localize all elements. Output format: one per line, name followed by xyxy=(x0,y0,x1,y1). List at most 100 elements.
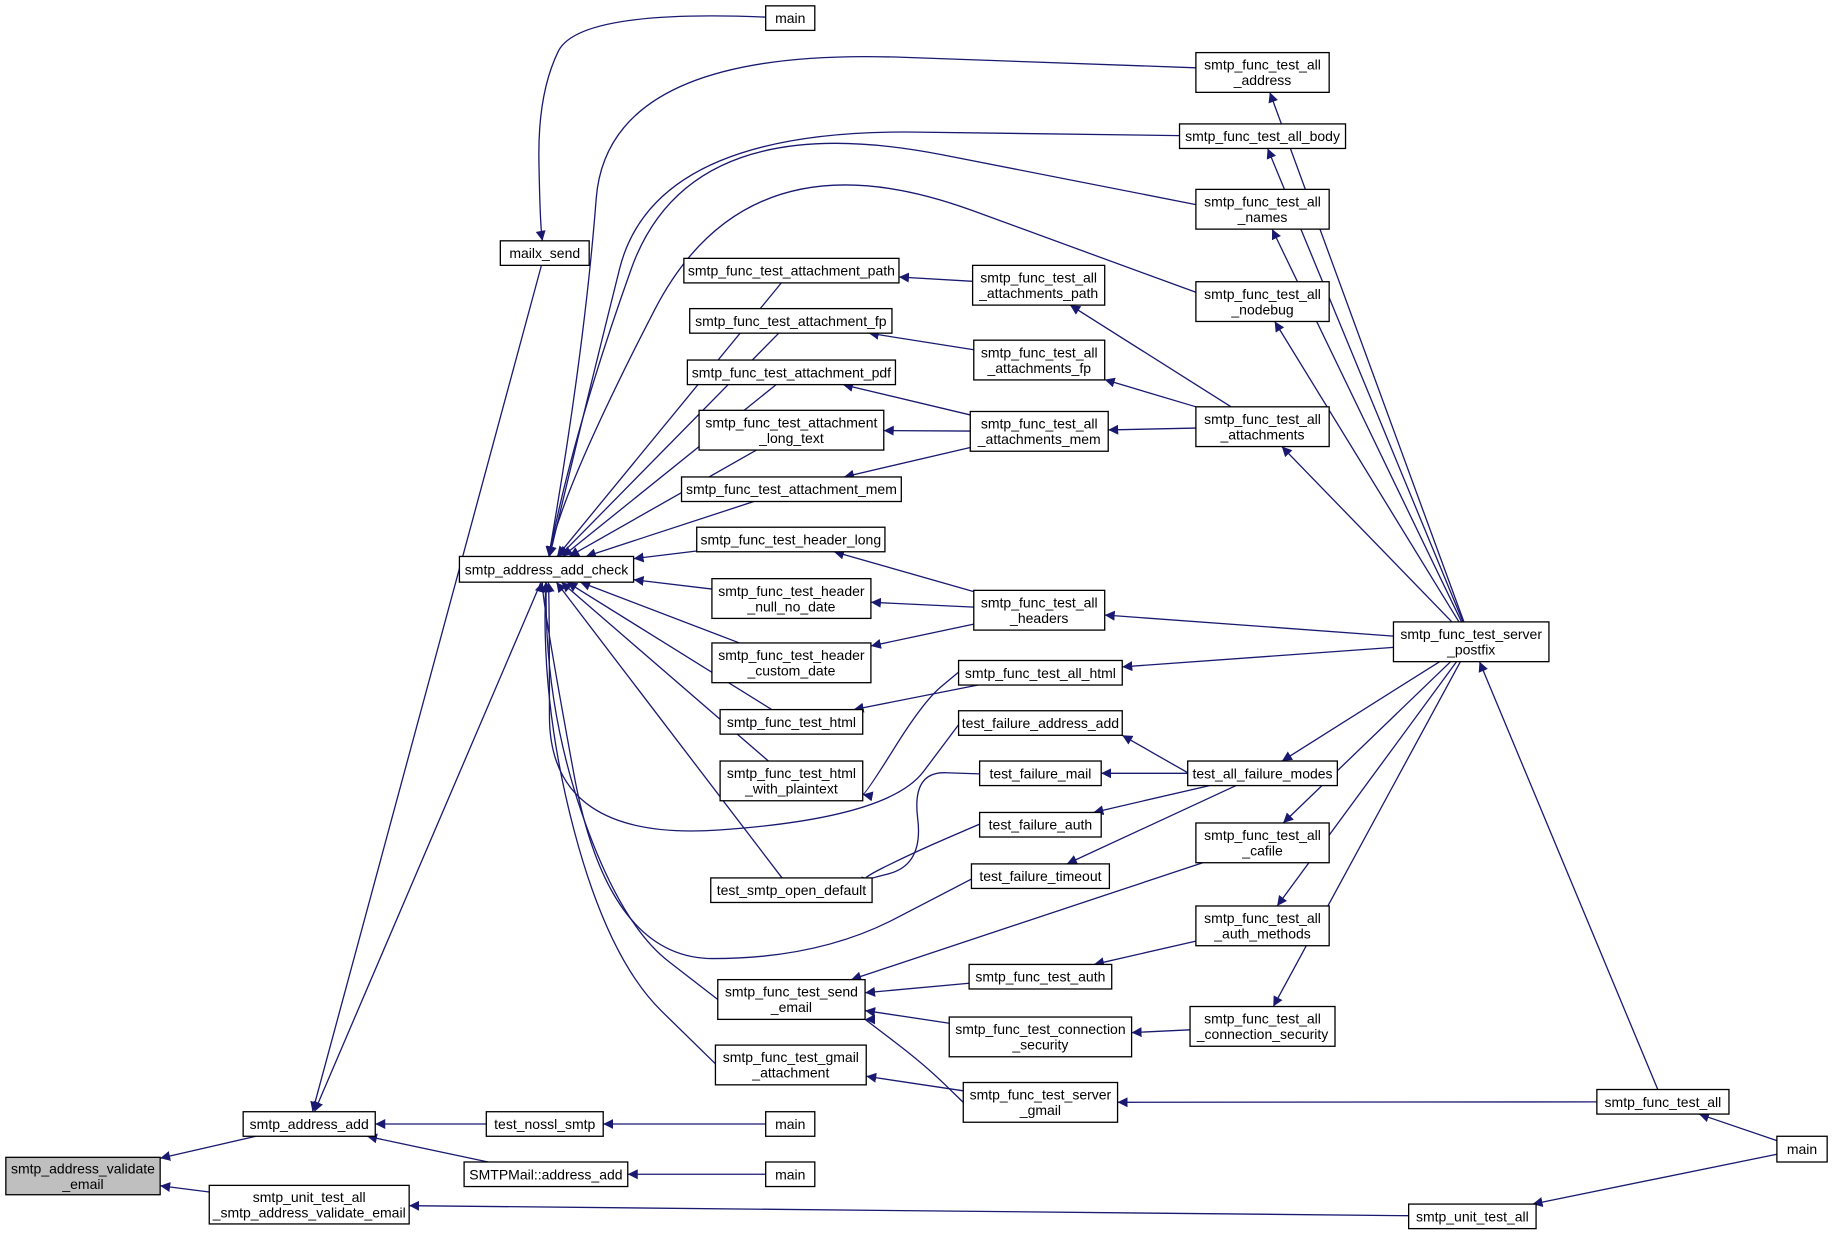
graph-node-all-names[interactable]: smtp_func_test_all_names xyxy=(1195,188,1330,230)
graph-node-all-body[interactable]: smtp_func_test_all_body xyxy=(1178,123,1347,150)
node-box[interactable] xyxy=(485,1111,604,1137)
graph-node-all-att-path[interactable]: smtp_func_test_all_attachments_path xyxy=(971,264,1106,306)
node-box[interactable] xyxy=(1195,51,1330,94)
graph-node-html-plain[interactable]: smtp_func_test_html_with_plaintext xyxy=(719,760,864,802)
node-box[interactable] xyxy=(1187,760,1338,787)
graph-node-all-auth-methods[interactable]: smtp_func_test_all_auth_methods xyxy=(1195,905,1330,947)
node-box[interactable] xyxy=(458,555,635,583)
call-edge-main_final-to-func_test_all xyxy=(1698,1112,1778,1142)
graph-node-fail-auth[interactable]: test_failure_auth xyxy=(978,811,1102,838)
graph-node-main-top[interactable]: main xyxy=(765,5,816,32)
node-box[interactable] xyxy=(714,1044,867,1086)
graph-node-all-failure[interactable]: test_all_failure_modes xyxy=(1187,760,1338,787)
graph-node-all-att-fp[interactable]: smtp_func_test_all_attachments_fp xyxy=(973,339,1106,381)
graph-node-main-nossl[interactable]: main xyxy=(765,1111,816,1137)
graph-node-fail-mail[interactable]: test_failure_mail xyxy=(978,760,1102,787)
node-box[interactable] xyxy=(978,811,1102,838)
node-box[interactable] xyxy=(696,526,886,553)
node-box[interactable] xyxy=(689,307,893,334)
node-box[interactable] xyxy=(717,978,866,1021)
node-box[interactable] xyxy=(719,760,864,802)
node-box[interactable] xyxy=(765,5,816,32)
node-box[interactable] xyxy=(1596,1088,1730,1115)
graph-node-unit-test-all[interactable]: smtp_unit_test_all xyxy=(1408,1203,1537,1230)
node-box[interactable] xyxy=(719,708,864,735)
node-box[interactable] xyxy=(969,410,1109,452)
node-box[interactable] xyxy=(499,240,590,267)
node-box[interactable] xyxy=(683,257,900,284)
graph-node-open-default[interactable]: test_smtp_open_default xyxy=(710,877,873,904)
graph-node-header-null[interactable]: smtp_func_test_header_null_no_date xyxy=(711,578,872,620)
node-box[interactable] xyxy=(962,1081,1119,1123)
graph-node-all-conn-sec[interactable]: smtp_func_test_all_connection_security xyxy=(1189,1005,1336,1047)
node-box[interactable] xyxy=(242,1111,376,1137)
node-box[interactable] xyxy=(1195,281,1330,323)
graph-node-all-headers[interactable]: smtp_func_test_all_headers xyxy=(973,589,1106,631)
node-box[interactable] xyxy=(1178,123,1347,150)
graph-node-all-nodebug[interactable]: smtp_func_test_all_nodebug xyxy=(1195,281,1330,323)
node-box[interactable] xyxy=(208,1184,410,1225)
node-box[interactable] xyxy=(5,1156,161,1196)
node-box[interactable] xyxy=(1189,1005,1336,1047)
node-box[interactable] xyxy=(948,1016,1133,1058)
graph-node-server-postfix[interactable]: smtp_func_test_server_postfix xyxy=(1392,621,1550,663)
graph-node-all-attachments[interactable]: smtp_func_test_all_attachments xyxy=(1195,406,1330,448)
graph-node-att-long-text[interactable]: smtp_func_test_attachment_long_text xyxy=(698,409,885,451)
graph-node-header-long[interactable]: smtp_func_test_header_long xyxy=(696,526,886,553)
graph-node-server-gmail[interactable]: smtp_func_test_server_gmail xyxy=(962,1081,1119,1123)
graph-node-func-test-all[interactable]: smtp_func_test_all xyxy=(1596,1088,1730,1115)
graph-node-validate[interactable]: smtp_address_validate_email xyxy=(5,1156,161,1196)
graph-node-gmail-att[interactable]: smtp_func_test_gmail_attachment xyxy=(714,1044,867,1086)
graph-node-att-path[interactable]: smtp_func_test_attachment_path xyxy=(683,257,900,284)
node-box[interactable] xyxy=(463,1161,629,1188)
graph-node-all-att-mem[interactable]: smtp_func_test_all_attachments_mem xyxy=(969,410,1109,452)
node-box[interactable] xyxy=(680,476,902,503)
graph-node-fail-timeout[interactable]: test_failure_timeout xyxy=(970,863,1111,890)
node-box[interactable] xyxy=(970,863,1111,890)
node-box[interactable] xyxy=(1195,406,1330,448)
graph-node-add-check[interactable]: smtp_address_add_check xyxy=(458,555,635,583)
graph-node-func-auth[interactable]: smtp_func_test_auth xyxy=(968,963,1113,990)
node-box[interactable] xyxy=(1392,621,1550,663)
graph-node-att-pdf[interactable]: smtp_func_test_attachment_pdf xyxy=(686,359,897,386)
node-box[interactable] xyxy=(978,760,1102,787)
node-box[interactable] xyxy=(1195,188,1330,230)
graph-node-header-custom[interactable]: smtp_func_test_header_custom_date xyxy=(711,642,872,684)
node-box[interactable] xyxy=(1195,905,1330,947)
node-box[interactable] xyxy=(968,963,1113,990)
graph-node-all-cafile[interactable]: smtp_func_test_all_cafile xyxy=(1195,822,1330,864)
graph-node-all-html[interactable]: smtp_func_test_all_html xyxy=(957,659,1123,686)
node-box[interactable] xyxy=(973,589,1106,631)
node-box[interactable] xyxy=(1776,1135,1828,1163)
node-box[interactable] xyxy=(957,659,1123,686)
node-box[interactable] xyxy=(711,642,872,684)
graph-node-html[interactable]: smtp_func_test_html xyxy=(719,708,864,735)
graph-node-mailx-send[interactable]: mailx_send xyxy=(499,240,590,267)
graph-node-att-mem[interactable]: smtp_func_test_attachment_mem xyxy=(680,476,902,503)
graph-node-unit-test-validate[interactable]: smtp_unit_test_all_smtp_address_validate… xyxy=(208,1184,410,1225)
graph-node-all-address[interactable]: smtp_func_test_all_address xyxy=(1195,51,1330,94)
node-box[interactable] xyxy=(710,877,873,904)
node-box[interactable] xyxy=(973,339,1106,381)
node-box[interactable] xyxy=(686,359,897,386)
graph-node-att-fp[interactable]: smtp_func_test_attachment_fp xyxy=(689,307,893,334)
graph-node-fail-addr[interactable]: test_failure_address_add xyxy=(957,710,1123,736)
node-box[interactable] xyxy=(957,710,1123,736)
node-box[interactable] xyxy=(765,1111,816,1137)
node-label: smtp_func_test_attachment_pdf xyxy=(692,364,891,380)
graph-node-test-nossl-smtp[interactable]: test_nossl_smtp xyxy=(485,1111,604,1137)
graph-node-smtpmail-address-add[interactable]: SMTPMail::address_add xyxy=(463,1161,629,1188)
graph-node-main-final[interactable]: main xyxy=(1776,1135,1828,1163)
graph-node-main-smtpmail[interactable]: main xyxy=(765,1161,816,1188)
node-box[interactable] xyxy=(971,264,1106,306)
graph-node-conn-sec[interactable]: smtp_func_test_connection_security xyxy=(948,1016,1133,1058)
call-edge-all_nodebug-to-add_check xyxy=(545,184,1197,557)
node-box[interactable] xyxy=(1408,1203,1537,1230)
node-box[interactable] xyxy=(1195,822,1330,864)
graph-node-send-email[interactable]: smtp_func_test_send_email xyxy=(717,978,866,1021)
graph-node-address-add[interactable]: smtp_address_add xyxy=(242,1111,376,1137)
node-box[interactable] xyxy=(711,578,872,620)
call-edge-all_att_path-to-att_path xyxy=(898,272,973,283)
node-box[interactable] xyxy=(698,409,885,451)
node-box[interactable] xyxy=(765,1161,816,1188)
